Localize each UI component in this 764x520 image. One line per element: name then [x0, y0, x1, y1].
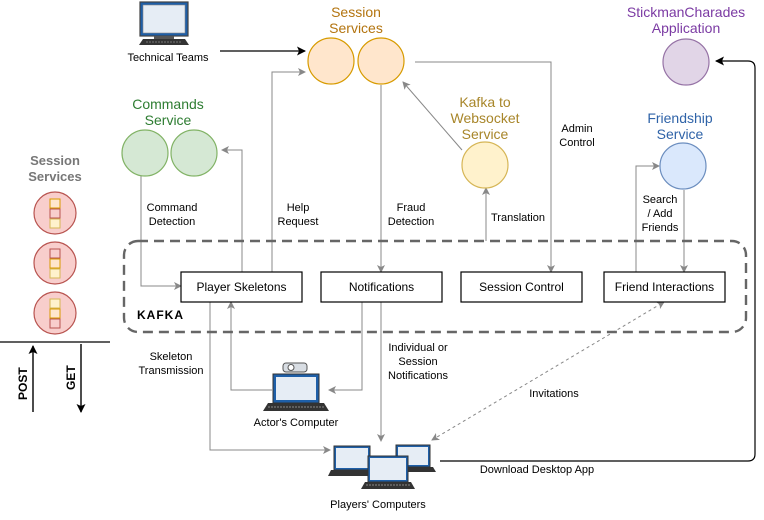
friendship-title-2: Service — [657, 126, 704, 142]
edge-skeletons-to-actor — [227, 301, 272, 391]
stickman-app-node — [662, 38, 710, 86]
stickman-app-title-2: Application — [652, 20, 721, 36]
commands-service-title-2: Service — [145, 112, 192, 128]
players-computers-label: Players' Computers — [330, 499, 426, 511]
edge-invitations — [431, 301, 665, 441]
legend-session-title-1: Session — [30, 153, 80, 168]
technical-teams-label: Technical Teams — [127, 52, 209, 64]
edge-kafkaws-to-session — [402, 81, 463, 151]
edge-skeletons-to-players — [209, 302, 331, 454]
kafka-label: KAFKA — [137, 308, 184, 322]
edge-label-individual-3: Notifications — [388, 370, 448, 382]
edge-skeletons-to-commands — [221, 146, 243, 272]
edge-label-help-request-1: Help — [287, 202, 310, 214]
edge-label-admin-control-1: Admin — [561, 123, 592, 135]
topic-notifications: Notifications — [320, 271, 443, 303]
actors-computer-label: Actor's Computer — [254, 417, 339, 429]
edge-label-help-request-2: Request — [278, 216, 319, 228]
kafka-ws-node — [461, 141, 509, 189]
commands-service-node-2 — [170, 129, 218, 177]
commands-service-node-1 — [121, 129, 169, 177]
edge-label-translation: Translation — [491, 212, 545, 224]
edge-label-skeleton-transmission-2: Transmission — [139, 365, 204, 377]
kafka-ws-title-1: Kafka to — [459, 94, 511, 110]
edge-label-skeleton-transmission-1: Skeleton — [150, 351, 193, 363]
edge-label-search-3: Friends — [642, 222, 679, 234]
post-label: POST — [16, 367, 30, 400]
actors-computer-icon — [263, 362, 329, 411]
friendship-node — [659, 142, 707, 190]
edge-download-app — [440, 56, 756, 462]
legend-instance-1 — [33, 191, 77, 235]
session-service-node-2 — [357, 37, 405, 85]
session-service-node-1 — [307, 37, 355, 85]
edge-label-search-1: Search — [643, 194, 678, 206]
edge-session-to-sessioncontrol — [415, 61, 555, 273]
edge-label-command-detection-2: Detection — [149, 216, 195, 228]
legend-session-title-2: Services — [28, 169, 82, 184]
friendship-title-1: Friendship — [647, 110, 713, 126]
edge-label-admin-control-2: Control — [559, 137, 594, 149]
svg-text:Notifications: Notifications — [349, 280, 414, 294]
edge-label-fraud-detection-1: Fraud — [397, 202, 426, 214]
edge-label-command-detection-1: Command — [147, 202, 198, 214]
edge-label-individual-1: Individual or — [388, 342, 448, 354]
commands-service-title-1: Commands — [132, 96, 204, 112]
edge-label-invitations: Invitations — [529, 388, 579, 400]
kafka-cluster — [122, 239, 748, 334]
session-services-title-1: Session — [331, 4, 381, 20]
edge-notifications-to-actor — [328, 302, 363, 394]
edge-label-individual-2: Session — [398, 356, 437, 368]
topic-player-skeletons: Player Skeletons — [180, 271, 303, 303]
topic-session-control: Session Control — [460, 271, 583, 303]
edge-label-download-app: Download Desktop App — [480, 464, 594, 476]
session-services-title-2: Services — [329, 20, 383, 36]
edge-skeletons-to-session — [271, 68, 306, 272]
legend-instance-2 — [33, 241, 77, 285]
legend-instance-3 — [33, 291, 77, 335]
topic-friend-interactions: Friend Interactions — [603, 271, 726, 303]
edge-label-fraud-detection-2: Detection — [388, 216, 434, 228]
edge-friendinteractions-to-friendship — [635, 162, 660, 272]
get-label: GET — [64, 365, 78, 390]
edge-label-search-2: / Add — [647, 208, 672, 220]
kafka-ws-title-2: Websocket — [451, 110, 520, 126]
edge-commands-to-skeletons — [140, 176, 182, 290]
stickman-app-title-1: StickmanCharades — [627, 4, 745, 20]
svg-text:Session Control: Session Control — [479, 280, 564, 294]
technical-teams-monitor-icon — [139, 1, 189, 45]
svg-text:Friend Interactions: Friend Interactions — [615, 280, 714, 294]
svg-text:Player Skeletons: Player Skeletons — [196, 280, 286, 294]
players-computers-icon — [328, 444, 436, 489]
kafka-ws-title-3: Service — [462, 126, 509, 142]
